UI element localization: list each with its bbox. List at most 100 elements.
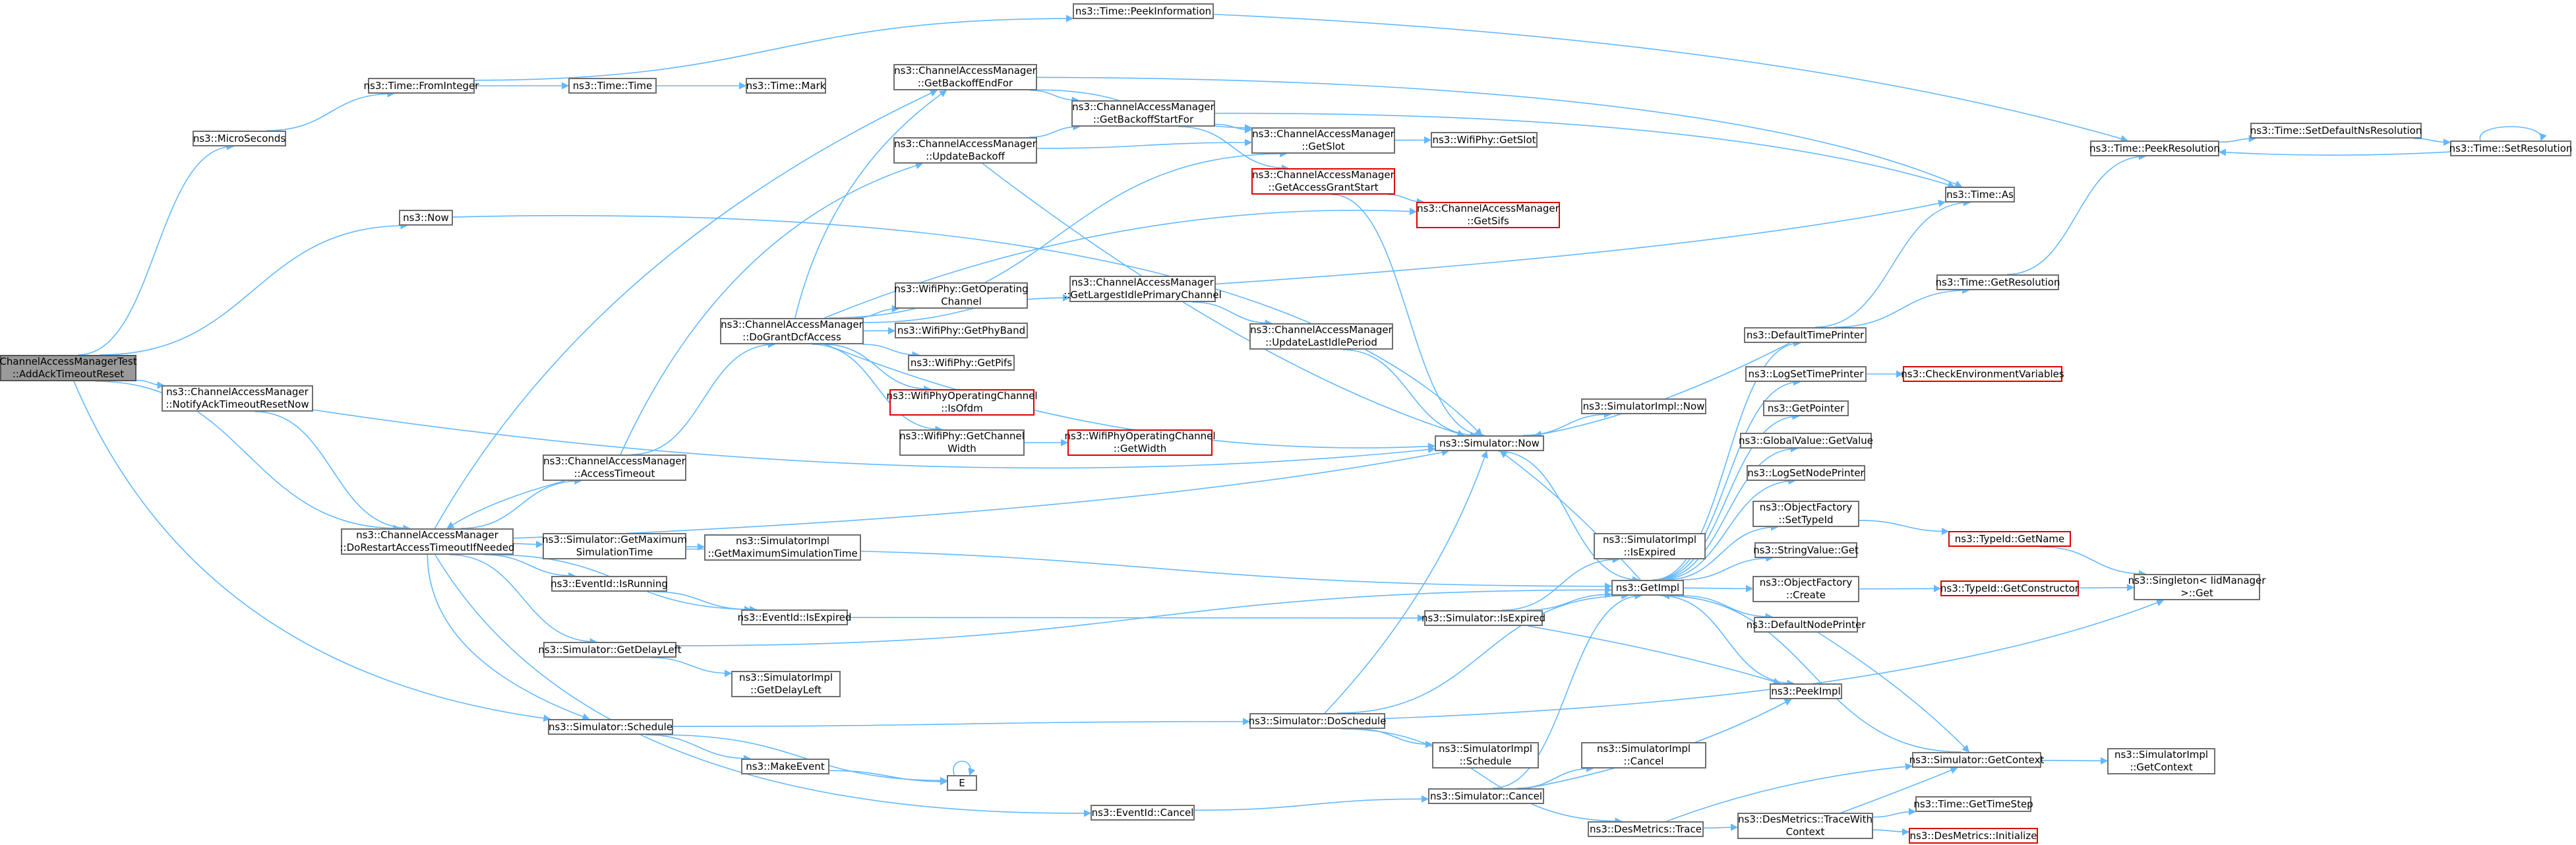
graph-node-doschedule[interactable]: ns3::Simulator::DoSchedule [1249, 713, 1386, 729]
graph-node-mark[interactable]: ns3::Time::Mark [746, 78, 826, 94]
graph-node-label: ns3::WifiPhy::GetOperating Channel [894, 283, 1029, 307]
graph-node-fromint[interactable]: ns3::Time::FromInteger [364, 78, 479, 94]
graph-node-desinit[interactable]: ns3::DesMetrics::Initialize [1909, 828, 2038, 844]
graph-node-isofdm[interactable]: ns3::WifiPhyOperatingChannel ::IsOfdm [886, 389, 1038, 416]
call-edge-dogrant-to-simnow [825, 344, 1436, 451]
graph-node-label: ns3::Simulator::Schedule [548, 720, 673, 733]
graph-node-label: ns3::WifiPhy::GetSlot [1432, 133, 1536, 146]
call-edge-getimpl-to-objfsettid [1664, 523, 1779, 580]
graph-node-label: ns3::SimulatorImpl ::GetContext [2114, 749, 2209, 773]
graph-node-simimplgetctx[interactable]: ns3::SimulatorImpl ::GetContext [2107, 748, 2215, 774]
graph-node-logsetnode[interactable]: ns3::LogSetNodePrinter [1747, 465, 1865, 481]
graph-node-simisexpired[interactable]: ns3::Simulator::IsExpired [1422, 610, 1545, 626]
graph-node-wifigetband[interactable]: ns3::WifiPhy::GetPhyBand [895, 323, 1028, 338]
graph-node-updateboff[interactable]: ns3::ChannelAccessManager ::UpdateBackof… [893, 137, 1037, 164]
call-edge-simisexpired-to-peekimpl [1528, 625, 1781, 685]
graph-node-label: ns3::Time::As [1946, 188, 2014, 201]
graph-node-simimplgetdelay[interactable]: ns3::SimulatorImpl ::GetDelayLeft [731, 671, 841, 697]
graph-node-simimplgetmax[interactable]: ns3::SimulatorImpl ::GetMaximumSimulatio… [704, 534, 861, 561]
graph-node-evcancel[interactable]: ns3::EventId::Cancel [1091, 805, 1195, 821]
graph-node-peekimpl[interactable]: ns3::PeekImpl [1770, 683, 1842, 699]
graph-node-defaulttimeprinter[interactable]: ns3::DefaultTimePrinter [1744, 327, 1867, 343]
graph-node-getboffstart[interactable]: ns3::ChannelAccessManager ::GetBackoffSt… [1071, 100, 1215, 127]
graph-node-getagrant[interactable]: ns3::ChannelAccessManager ::GetAccessGra… [1251, 168, 1395, 195]
graph-node-stringget[interactable]: ns3::StringValue::Get [1753, 542, 1859, 558]
graph-node-dogrant[interactable]: ns3::ChannelAccessManager ::DoGrantDcfAc… [720, 318, 864, 344]
call-edge-objfsettid-to-typeidgetname [1859, 520, 1950, 536]
graph-node-wifigetslot[interactable]: ns3::WifiPhy::GetSlot [1431, 132, 1538, 148]
graph-node-wifigetchw[interactable]: ns3::WifiPhy::GetChannel Width [899, 429, 1025, 456]
graph-node-timeas[interactable]: ns3::Time::As [1945, 187, 2015, 203]
graph-node-wifigetpifs[interactable]: ns3::WifiPhy::GetPifs [908, 355, 1015, 371]
graph-node-getcontext[interactable]: ns3::Simulator::GetContext [1909, 752, 2044, 768]
graph-node-typeidgetname[interactable]: ns3::TypeId::GetName [1948, 531, 2071, 547]
graph-node-label: ns3::ChannelAccessManager ::UpdateBackof… [894, 138, 1036, 162]
graph-node-evrunning[interactable]: ns3::EventId::IsRunning [551, 576, 668, 592]
call-edge-updateboff-to-simnow [982, 163, 1465, 437]
graph-node-simcancel[interactable]: ns3::Simulator::Cancel [1428, 788, 1544, 804]
graph-node-label: ns3::PeekImpl [1771, 685, 1841, 697]
graph-node-objfcreate[interactable]: ns3::ObjectFactory ::Create [1752, 576, 1859, 602]
graph-node-label: ns3::Simulator::GetMaximum SimulationTim… [542, 534, 687, 558]
graph-node-opchgetwidth[interactable]: ns3::WifiPhyOperatingChannel ::GetWidth [1064, 429, 1216, 456]
graph-node-label: ns3::DefaultTimePrinter [1746, 329, 1865, 341]
graph-node-gettimestep[interactable]: ns3::Time::GetTimeStep [1913, 796, 2033, 812]
graph-node-simimplisexp[interactable]: ns3::SimulatorImpl ::IsExpired [1594, 533, 1706, 559]
graph-node-label: ns3::Time::PeekResolution [2089, 142, 2220, 154]
graph-node-simimplsched[interactable]: ns3::SimulatorImpl ::Schedule [1432, 742, 1539, 768]
graph-node-accesstimeout[interactable]: ns3::ChannelAccessManager ::AccessTimeou… [543, 454, 686, 481]
graph-node-evexpired[interactable]: ns3::EventId::IsExpired [738, 610, 851, 625]
graph-node-micro[interactable]: ns3::MicroSeconds [193, 131, 286, 146]
graph-node-checkenv[interactable]: ns3::CheckEnvironmentVariables [1901, 366, 2064, 382]
graph-node-label: ns3::Time::GetTimeStep [1913, 798, 2033, 810]
graph-node-label: ns3::GetImpl [1615, 581, 1680, 594]
graph-node-simimplnow[interactable]: ns3::SimulatorImpl::Now [1581, 398, 1706, 414]
graph-node-typeidgetctor[interactable]: ns3::TypeId::GetConstructor [1940, 580, 2079, 596]
graph-node-getsifs[interactable]: ns3::ChannelAccessManager ::GetSifs [1416, 202, 1560, 228]
call-edge-getboffend-to-getboffstart [1030, 90, 1079, 104]
graph-node-peekres[interactable]: ns3::Time::PeekResolution [2089, 141, 2220, 156]
graph-node-simimplcancel[interactable]: ns3::SimulatorImpl ::Cancel [1581, 742, 1706, 768]
graph-node-label: ns3::LogSetTimePrinter [1748, 367, 1864, 380]
graph-node-setdefres[interactable]: ns3::Time::SetDefaultNsResolution [2250, 123, 2422, 139]
graph-node-singleton[interactable]: ns3::Singleton< IidManager >::Get [2128, 574, 2265, 600]
graph-node-wifigetopch[interactable]: ns3::WifiPhy::GetOperating Channel [894, 282, 1029, 309]
graph-node-logsettime[interactable]: ns3::LogSetTimePrinter [1745, 366, 1867, 382]
graph-node-label: ns3::Simulator::GetContext [1909, 753, 2045, 766]
graph-node-defaultnodeprinter[interactable]: ns3::DefaultNodePrinter [1747, 617, 1865, 633]
graph-node-label: ns3::DesMetrics::Trace [1590, 823, 1702, 835]
graph-node-schedule[interactable]: ns3::Simulator::Schedule [548, 719, 673, 735]
graph-node-dorestart[interactable]: ns3::ChannelAccessManager ::DoRestartAcc… [340, 528, 515, 555]
call-edge-doschedule-to-getimpl [1336, 592, 1629, 714]
call-edge-getlargest-to-updatelast [1192, 301, 1273, 327]
graph-node-E[interactable]: E [947, 775, 977, 791]
call-edge-updateboff-to-getboffstart [1029, 123, 1081, 138]
graph-node-notify[interactable]: ns3::ChannelAccessManager ::NotifyAckTim… [162, 385, 313, 412]
graph-node-makeevent[interactable]: ns3::MakeEvent [741, 759, 829, 774]
graph-node-objfsettid[interactable]: ns3::ObjectFactory ::SetTypeId [1752, 501, 1859, 527]
graph-node-label: ns3::DesMetrics::TraceWith Context [1738, 813, 1872, 838]
call-edge-notify-to-dorestart [255, 411, 411, 532]
graph-node-getdelayleft[interactable]: ns3::Simulator::GetDelayLeft [538, 642, 682, 658]
graph-node-getslot[interactable]: ns3::ChannelAccessManager ::GetSlot [1251, 127, 1395, 154]
graph-node-desmetricstrace[interactable]: ns3::DesMetrics::Trace [1588, 821, 1704, 837]
graph-node-time[interactable]: ns3::Time::Time [568, 78, 657, 94]
graph-node-getmaxsim[interactable]: ns3::Simulator::GetMaximum SimulationTim… [542, 533, 687, 559]
graph-node-now[interactable]: ns3::Now [399, 210, 453, 226]
call-edge-doschedule-to-simnow [1324, 450, 1488, 714]
call-edge-simnow-to-getimpl [1498, 451, 1640, 584]
graph-node-updatelast[interactable]: ns3::ChannelAccessManager ::UpdateLastId… [1249, 323, 1393, 350]
graph-node-setres[interactable]: ns3::Time::SetResolution [2449, 141, 2572, 156]
graph-node-tracewith[interactable]: ns3::DesMetrics::TraceWith Context [1737, 813, 1873, 839]
graph-node-peekinfo[interactable]: ns3::Time::PeekInformation [1073, 3, 1214, 19]
call-edge-accesstimeout-to-dorestart [446, 480, 565, 529]
graph-node-globalget[interactable]: ns3::GlobalValue::GetValue [1739, 433, 1873, 449]
graph-node-getlargest[interactable]: ns3::ChannelAccessManager ::GetLargestId… [1063, 276, 1222, 302]
call-edge-defaultnodeprinter-to-getcontext [1818, 632, 1970, 753]
graph-node-getpointer[interactable]: ns3::GetPointer [1763, 400, 1849, 416]
graph-node-simnow[interactable]: ns3::Simulator::Now [1435, 435, 1544, 451]
graph-node-getimpl[interactable]: ns3::GetImpl [1611, 580, 1684, 596]
graph-node-getboffend[interactable]: ns3::ChannelAccessManager ::GetBackoffEn… [893, 64, 1037, 90]
graph-node-timegetres[interactable]: ns3::Time::GetResolution [1936, 274, 2060, 290]
graph-node-label: ns3::SimulatorImpl ::Schedule [1438, 743, 1533, 767]
